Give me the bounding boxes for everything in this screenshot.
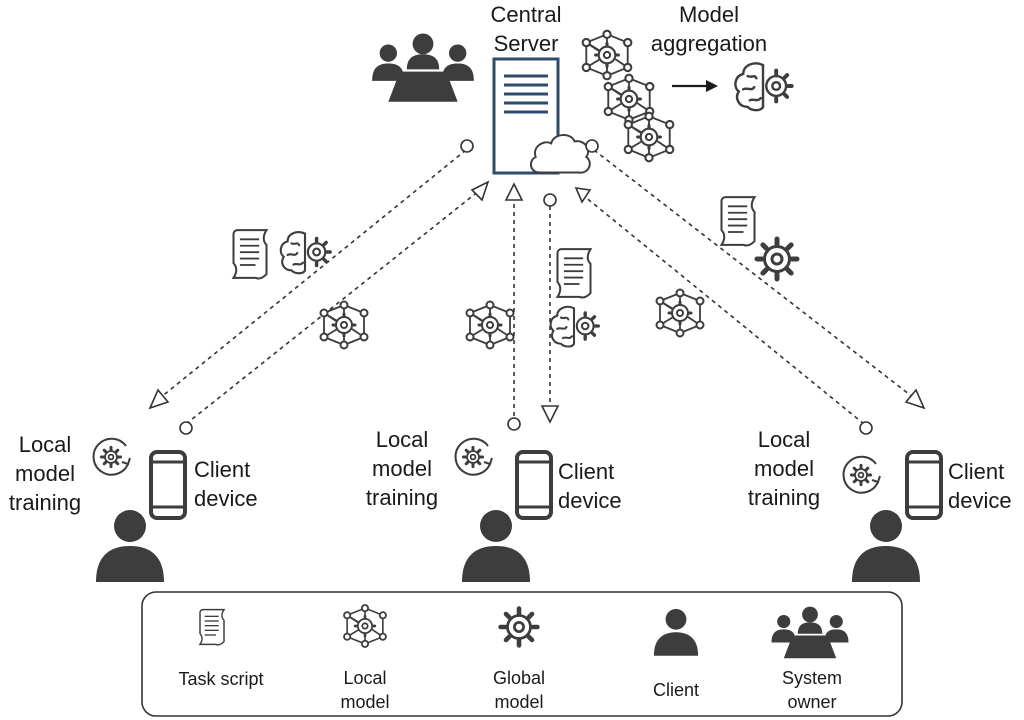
legend-box <box>141 591 903 717</box>
server-label: Central Server <box>474 0 578 58</box>
server-icon <box>492 57 560 175</box>
client-device-label: Client device <box>558 457 648 515</box>
client-device-label: Client device <box>948 457 1024 515</box>
global-model-icon <box>757 239 797 279</box>
server-label-line1: Central <box>490 2 562 27</box>
training-line1: Local <box>375 427 429 452</box>
device-line2: device <box>194 486 258 511</box>
aggregation-label: Model aggregation <box>634 0 784 58</box>
task-script-icon <box>232 229 268 280</box>
smartphone-icon <box>517 452 551 518</box>
legend-system-owner-line1: System <box>781 668 842 688</box>
global-model-icon <box>735 63 791 110</box>
arrow-heads <box>148 139 926 435</box>
legend-task-script-label: Task script <box>158 667 284 691</box>
smartphone-icon <box>151 452 185 518</box>
aggregation-arrow <box>672 80 718 92</box>
legend-system-owner-label: System owner <box>764 666 860 714</box>
device-line2: device <box>948 488 1012 513</box>
device-line2: device <box>558 488 622 513</box>
training-cycle-icon <box>456 439 492 475</box>
training-line3: training <box>8 490 82 515</box>
training-cycle-icon <box>94 439 130 475</box>
device-line1: Client <box>948 459 1005 484</box>
legend-task-script-text: Task script <box>178 669 264 689</box>
legend-local-model-label: Local model <box>320 666 410 714</box>
legend-local-model-line1: Local <box>343 668 387 688</box>
training-line2: model <box>372 456 432 481</box>
training-cycle-icon <box>844 457 880 493</box>
device-line1: Client <box>558 459 615 484</box>
client-device-label: Client device <box>194 455 284 513</box>
communication-arrows <box>159 149 915 425</box>
legend-global-model-label: Global model <box>474 666 564 714</box>
training-line2: model <box>754 456 814 481</box>
local-model-icon <box>581 29 633 81</box>
local-model-icon <box>464 299 516 351</box>
legend-client-text: Client <box>652 680 700 700</box>
aggregation-label-line2: aggregation <box>650 31 768 56</box>
client-person-icon <box>852 510 920 582</box>
server-label-line2: Server <box>493 31 559 56</box>
legend-system-owner-line2: owner <box>787 692 837 712</box>
legend-local-model-line2: model <box>340 692 390 712</box>
local-model-icon <box>318 299 370 351</box>
legend-client-label: Client <box>630 678 722 702</box>
local-training-label: Local model training <box>0 430 90 517</box>
device-line1: Client <box>194 457 251 482</box>
local-training-label: Local model training <box>356 425 448 512</box>
training-line1: Local <box>757 427 811 452</box>
aggregation-label-line1: Model <box>679 2 739 27</box>
training-line1: Local <box>18 432 72 457</box>
legend-global-model-line1: Global <box>492 668 546 688</box>
smartphone-icon <box>907 452 941 518</box>
client-person-icon <box>96 510 164 582</box>
global-model-icon <box>548 304 601 349</box>
training-line3: training <box>747 485 821 510</box>
task-script-icon <box>720 196 756 247</box>
client-person-icon <box>462 510 530 582</box>
legend-task-script-icon <box>199 608 225 646</box>
training-line3: training <box>365 485 439 510</box>
system-owner-group-icon <box>372 33 474 102</box>
local-model-icon <box>654 287 706 339</box>
legend-global-model-line2: model <box>494 692 544 712</box>
local-training-label: Local model training <box>738 425 830 512</box>
training-line2: model <box>15 461 75 486</box>
task-script-icon <box>556 248 592 299</box>
